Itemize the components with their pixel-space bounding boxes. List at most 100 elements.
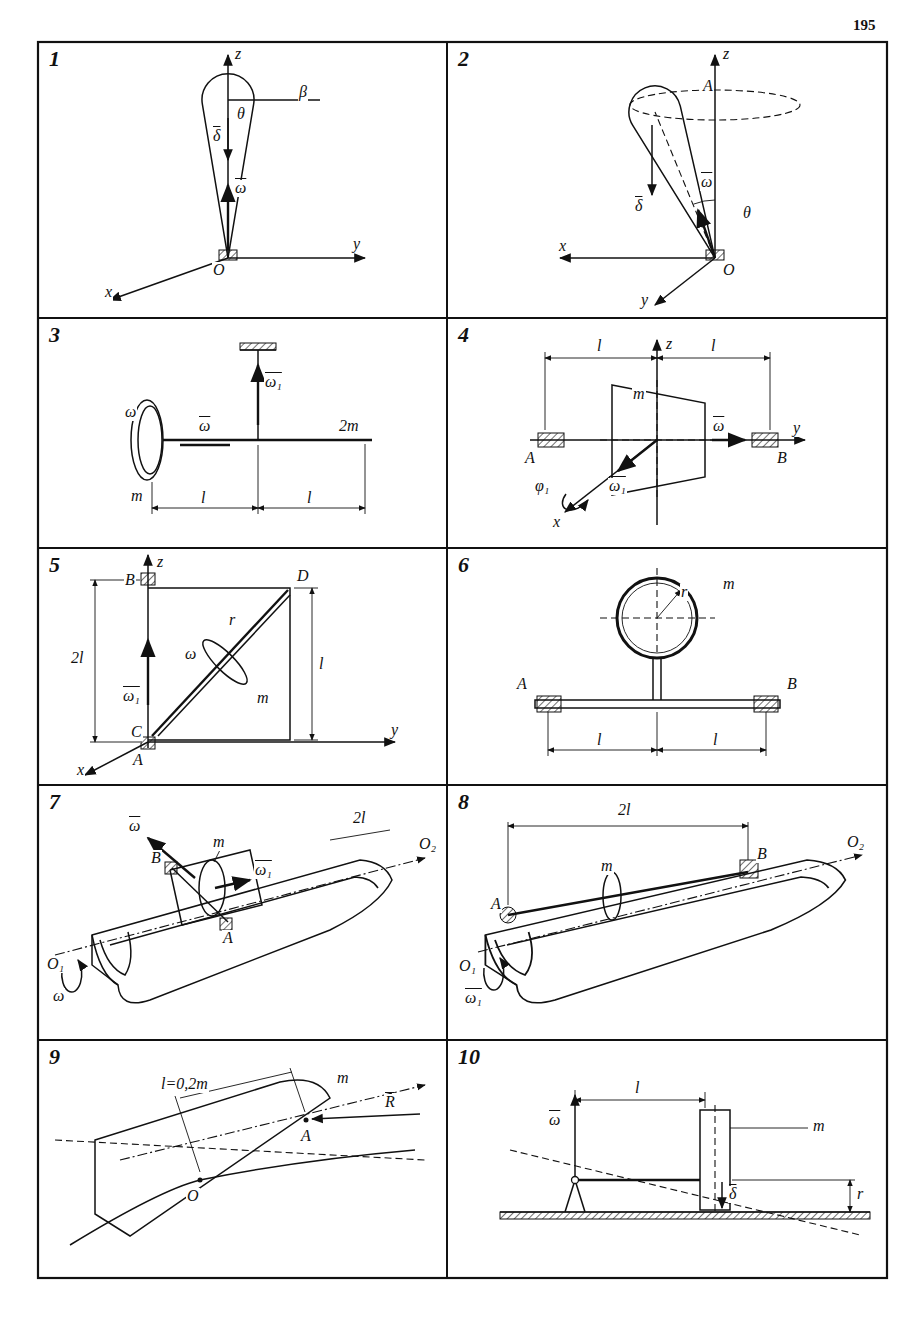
figure-label: B <box>776 450 788 467</box>
figure-label: l=0,2m <box>160 1076 209 1093</box>
figure-label: r <box>228 612 236 629</box>
figure-label: z <box>234 46 242 63</box>
figure-label: l <box>634 1080 640 1097</box>
figure-label: 2l <box>617 802 631 819</box>
figure-label: D <box>296 568 310 585</box>
figure-label: 2l <box>352 810 366 827</box>
figure-label: x <box>558 238 567 255</box>
figure-label: y <box>352 236 361 253</box>
figure-label: ω <box>184 646 197 663</box>
figure-label: φ₁ <box>534 478 550 495</box>
figure-panel: 9 <box>38 1040 447 1278</box>
panel-6-figure <box>535 568 780 756</box>
page-frame <box>38 42 887 1278</box>
figure-label: ω <box>712 418 725 435</box>
figure-label: 2m <box>338 418 360 435</box>
figure-label: δ <box>728 1186 737 1203</box>
figure-label: ω <box>548 1112 561 1129</box>
figure-panel: 7 <box>38 785 447 1040</box>
figure-number: 2 <box>458 47 469 71</box>
figure-label: ω <box>234 180 247 197</box>
figure-label: ω <box>52 988 65 1005</box>
figure-label: O <box>722 262 736 279</box>
figure-label: ω <box>128 818 141 835</box>
figure-label: ω₁ <box>122 688 141 705</box>
figure-label: ω <box>124 404 137 421</box>
panel-9-figure <box>55 1068 425 1245</box>
figure-label: y <box>390 722 399 739</box>
figure-label: z <box>156 554 164 571</box>
figure-number: 6 <box>458 553 469 577</box>
figure-panel: 2 <box>447 42 887 318</box>
figure-label: l <box>306 490 312 507</box>
figure-label: C <box>130 724 143 741</box>
figure-number: 4 <box>458 323 469 347</box>
panel-1-figure <box>110 55 365 300</box>
figure-label: m <box>632 386 646 403</box>
figure-label: O₂ <box>846 834 865 851</box>
figure-number: 9 <box>49 1045 60 1069</box>
figure-label: O₁ <box>458 958 477 975</box>
figure-label: l <box>596 732 602 749</box>
figure-label: A <box>222 930 234 947</box>
figure-label: r <box>856 1186 864 1203</box>
panel-3-figure <box>131 343 372 514</box>
figure-label: l <box>712 732 718 749</box>
figure-label: O₂ <box>418 836 437 853</box>
figure-label: ω₁ <box>464 990 483 1007</box>
page-number: 195 <box>852 18 877 34</box>
figure-number: 1 <box>49 47 60 71</box>
figure-label: ω₁ <box>608 478 627 495</box>
figure-label: m <box>212 834 226 851</box>
figure-panel: 5 <box>38 548 447 785</box>
figure-label: l <box>710 338 716 355</box>
figure-label: x <box>104 284 113 301</box>
figure-number: 10 <box>458 1045 480 1069</box>
figure-label: O <box>186 1188 200 1205</box>
figure-label: x <box>76 762 85 779</box>
figure-panel: 6 <box>447 548 887 785</box>
figure-label: ω <box>198 418 211 435</box>
panel-4-figure <box>530 340 805 525</box>
figure-label: δ <box>212 128 221 145</box>
figure-number: 8 <box>458 790 469 814</box>
figure-label: θ <box>742 205 752 222</box>
panel-5-figure <box>85 555 395 775</box>
figure-label: l <box>318 656 324 673</box>
figure-label: m <box>336 1070 350 1087</box>
figure-label: A <box>516 676 528 693</box>
figure-label: m <box>812 1118 826 1135</box>
figure-label: B <box>786 676 798 693</box>
figure-label: R <box>384 1094 396 1111</box>
figure-label: r <box>680 584 688 601</box>
figure-panel: 10 <box>447 1040 887 1278</box>
figure-label: A <box>524 450 536 467</box>
figure-number: 5 <box>49 553 60 577</box>
figure-label: O₁ <box>46 956 65 973</box>
figure-panel: 8 <box>447 785 887 1040</box>
figure-label: O <box>212 262 226 279</box>
figure-label: ω₁ <box>264 374 283 391</box>
figure-label: z <box>722 46 730 63</box>
figure-label: ω₁ <box>254 862 273 879</box>
figure-panel: 3 <box>38 318 447 548</box>
figure-label: x <box>552 514 561 531</box>
panel-8-figure <box>478 822 862 1003</box>
panel-10-figure <box>500 1090 870 1235</box>
figure-label: l <box>596 338 602 355</box>
figure-number: 7 <box>49 790 60 814</box>
figure-label: m <box>130 488 144 505</box>
figure-label: y <box>640 292 649 309</box>
figure-label: B <box>150 850 162 867</box>
figure-label: B <box>756 846 768 863</box>
panel-2-figure <box>560 55 800 305</box>
figure-label: B <box>124 572 136 589</box>
figure-label: z <box>665 336 673 353</box>
figure-label: A <box>132 752 144 769</box>
panel-7-figure <box>55 830 425 1003</box>
figure-label: m <box>722 576 736 593</box>
figure-number: 3 <box>49 323 60 347</box>
figure-label: δ <box>634 198 643 215</box>
figure-label: m <box>600 858 614 875</box>
